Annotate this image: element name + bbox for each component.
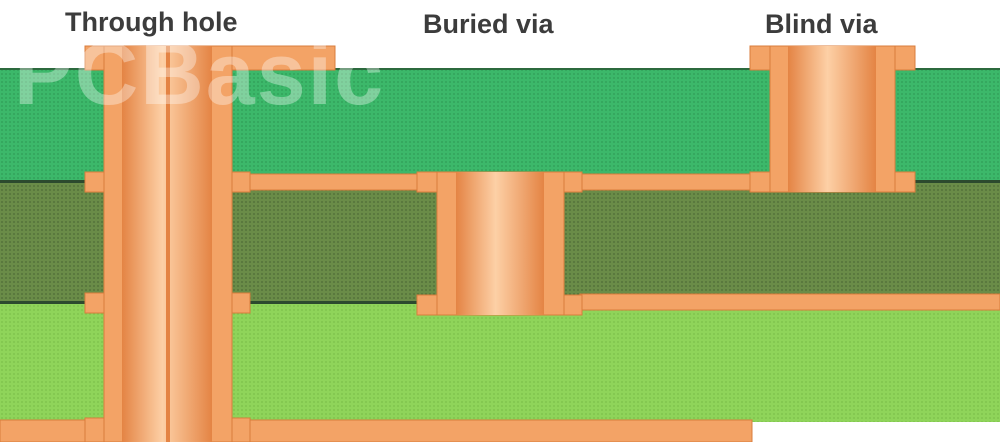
through-hole-via [84, 45, 336, 443]
through-hole-label: Through hole [65, 7, 238, 37]
buried-via [416, 171, 583, 316]
watermark-logo: PCBasic [14, 24, 386, 123]
inner-trace-2 [579, 293, 1000, 311]
blind-via [749, 45, 916, 193]
bottom-pad-left [0, 419, 86, 443]
bottom-trace [231, 419, 753, 443]
blind-via-label: Blind via [765, 9, 878, 39]
buried-via-label: Buried via [423, 9, 554, 39]
